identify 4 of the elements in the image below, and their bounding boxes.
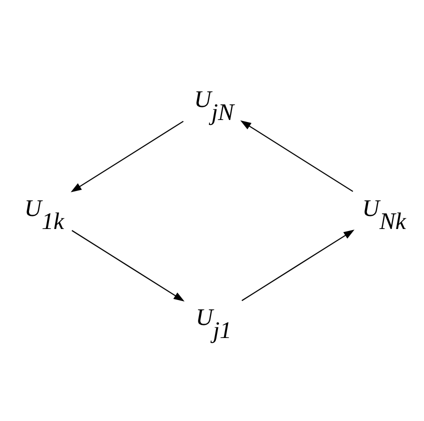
arrow	[240, 120, 353, 192]
arrow	[70, 120, 184, 192]
arrow	[71, 230, 184, 301]
arrow	[241, 229, 354, 301]
